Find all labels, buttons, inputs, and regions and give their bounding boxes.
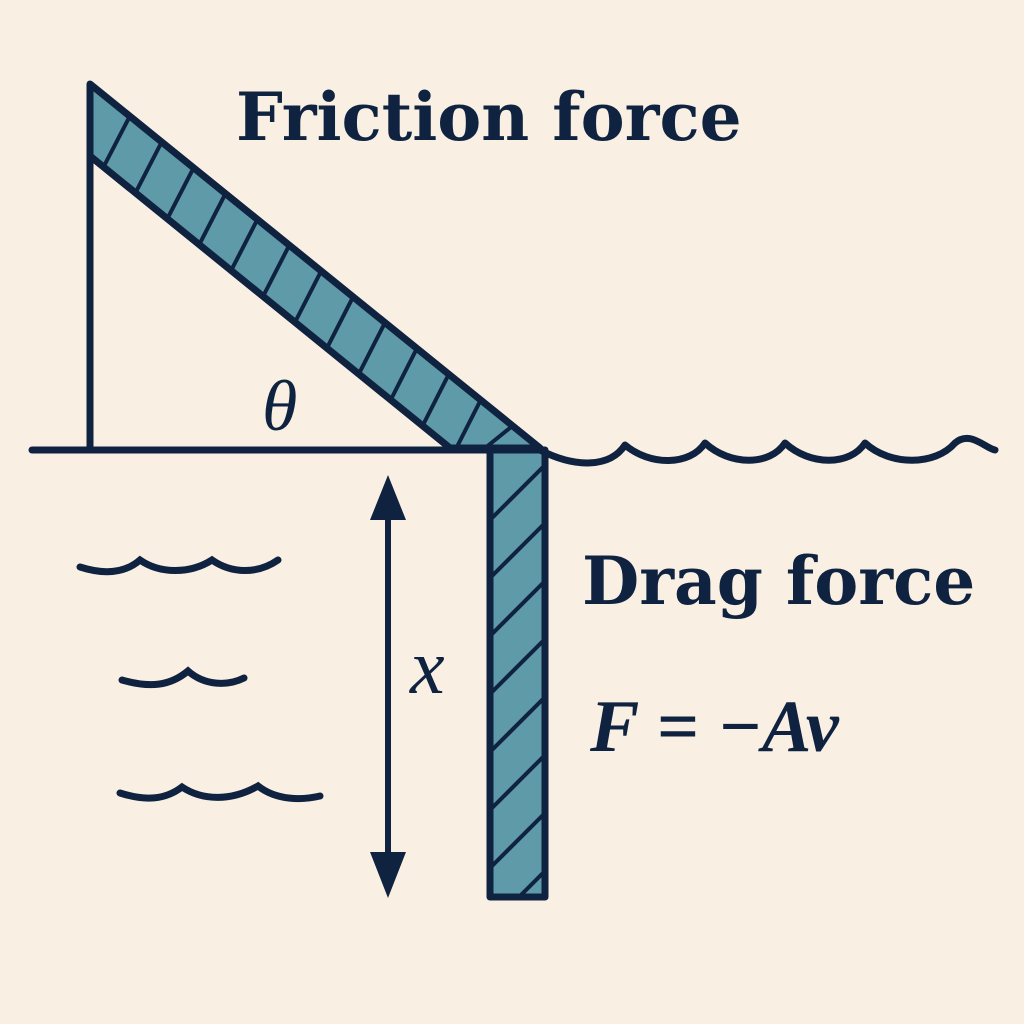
vertical-plate [486,446,549,901]
water-ripple-3 [116,781,324,803]
vertical-hatching [490,463,545,897]
inclined-plate [86,80,544,453]
water-surface [536,434,999,467]
drag-formula: F = −Av [590,686,839,768]
water-ripple-2 [118,666,248,689]
arrowhead-down-icon [370,852,406,898]
arrowhead-up-icon [370,475,406,520]
depth-label: x [410,623,445,710]
drag-force-label: Drag force [582,542,976,620]
incline-hatching [101,115,514,453]
depth-arrow [370,475,406,898]
angle-label: θ [262,366,298,446]
friction-force-label: Friction force [236,78,742,156]
water-ripple-1 [76,555,282,576]
